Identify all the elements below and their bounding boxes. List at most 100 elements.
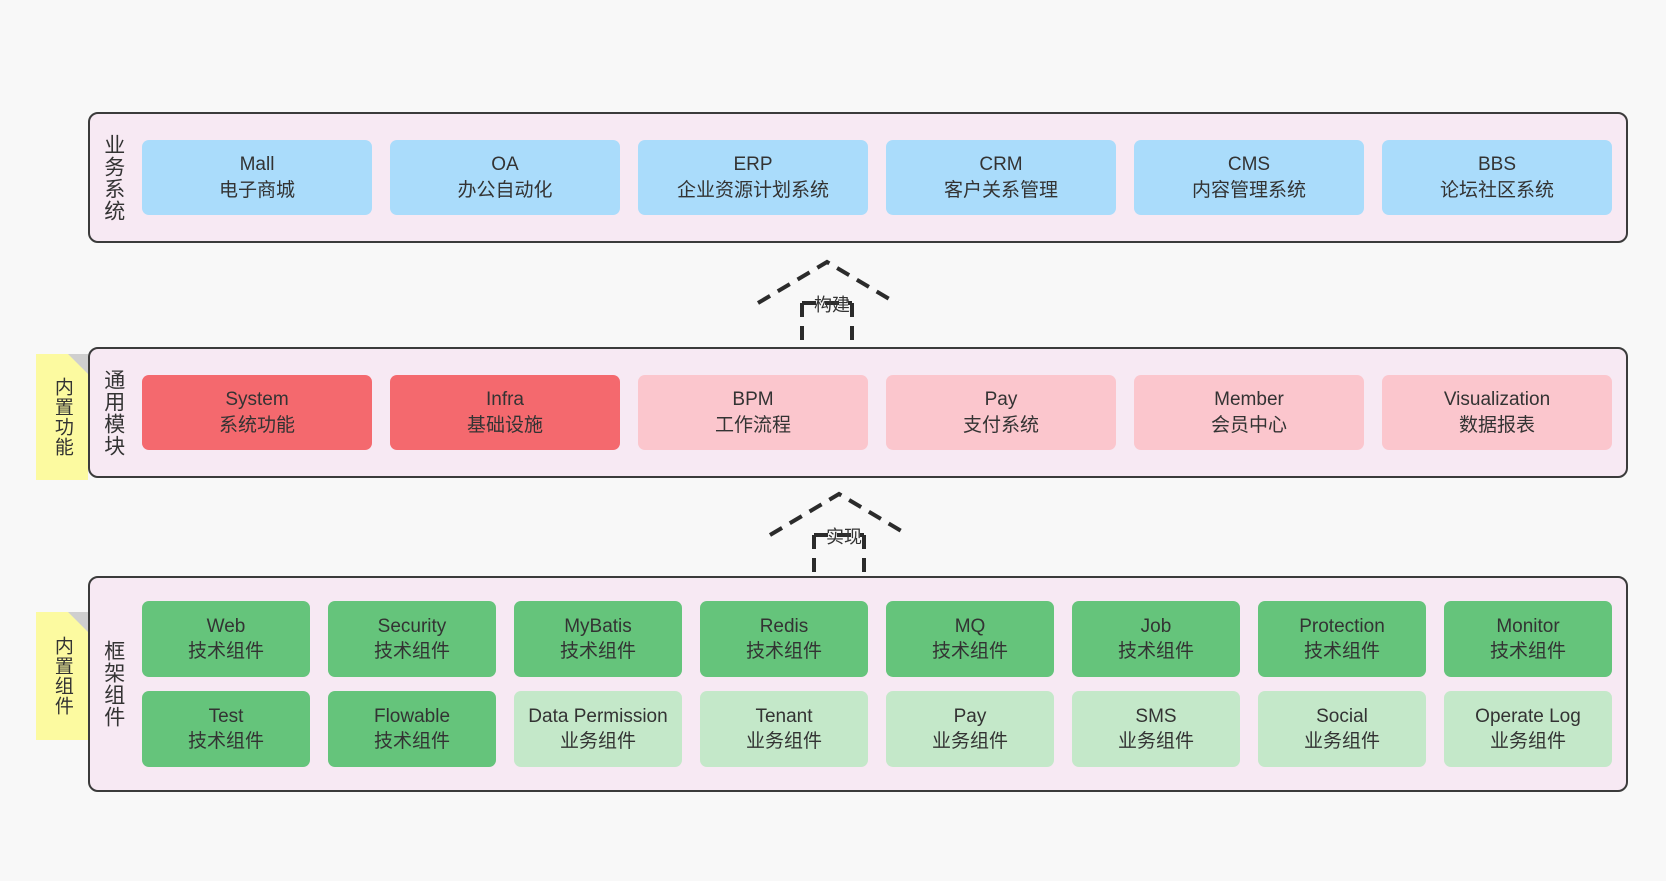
card-social-desc: 业务组件 [1303, 731, 1380, 752]
card-operate-log[interactable]: Operate Log 业务组件 [1444, 691, 1612, 767]
panel-common-modules: 通用模块 System 系统功能 Infra 基础设施 BPM 工作流程 Pay… [88, 347, 1628, 478]
card-member-desc: 会员中心 [1210, 414, 1287, 436]
card-security[interactable]: Security 技术组件 [328, 601, 496, 677]
connector-realize-label: 实现 [826, 527, 862, 547]
panel-business-systems-label: 业务系统 [101, 133, 125, 222]
card-infra-desc: 基础设施 [466, 414, 543, 436]
card-monitor[interactable]: Monitor 技术组件 [1444, 601, 1612, 677]
card-protection[interactable]: Protection 技术组件 [1258, 601, 1426, 677]
card-operate-log-desc: 业务组件 [1489, 731, 1566, 752]
dashed-shaft-icon [812, 533, 866, 577]
card-sms[interactable]: SMS 业务组件 [1072, 691, 1240, 767]
panel-framework-components-body: Web 技术组件 Security 技术组件 MyBatis 技术组件 Redi… [136, 578, 1626, 790]
card-oa[interactable]: OA 办公自动化 [390, 140, 620, 215]
card-visualization-desc: 数据报表 [1458, 414, 1535, 436]
framework-components-row-1: Web 技术组件 Security 技术组件 MyBatis 技术组件 Redi… [142, 601, 1612, 677]
card-pay-module[interactable]: Pay 支付系统 [886, 375, 1116, 450]
card-protection-name: Protection [1299, 615, 1385, 637]
card-cms[interactable]: CMS 内容管理系统 [1134, 140, 1364, 215]
panel-business-systems: 业务系统 Mall 电子商城 OA 办公自动化 ERP 企业资源计划系统 CRM… [88, 112, 1628, 243]
card-bpm-desc: 工作流程 [714, 414, 791, 436]
card-tenant[interactable]: Tenant 业务组件 [700, 691, 868, 767]
card-data-permission[interactable]: Data Permission 业务组件 [514, 691, 682, 767]
note-builtin-component-label: 内置组件 [51, 636, 73, 716]
card-test-desc: 技术组件 [187, 731, 264, 752]
card-mybatis-desc: 技术组件 [559, 641, 636, 662]
card-flowable[interactable]: Flowable 技术组件 [328, 691, 496, 767]
card-member[interactable]: Member 会员中心 [1134, 375, 1364, 450]
panel-framework-components: 框架组件 Web 技术组件 Security 技术组件 MyBatis 技术组件… [88, 576, 1628, 792]
card-infra-name: Infra [485, 389, 525, 411]
card-mq-name: MQ [954, 615, 986, 637]
card-protection-desc: 技术组件 [1303, 641, 1380, 662]
card-sms-desc: 业务组件 [1117, 731, 1194, 752]
card-crm-desc: 客户关系管理 [943, 179, 1058, 201]
card-mq-desc: 技术组件 [931, 641, 1008, 662]
card-member-name: Member [1214, 389, 1284, 411]
card-mybatis[interactable]: MyBatis 技术组件 [514, 601, 682, 677]
card-data-permission-desc: 业务组件 [559, 731, 636, 752]
business-systems-row: Mall 电子商城 OA 办公自动化 ERP 企业资源计划系统 CRM 客户关系… [142, 140, 1612, 215]
card-mall[interactable]: Mall 电子商城 [142, 140, 372, 215]
card-bbs[interactable]: BBS 论坛社区系统 [1382, 140, 1612, 215]
card-monitor-name: Monitor [1496, 615, 1560, 637]
card-job[interactable]: Job 技术组件 [1072, 601, 1240, 677]
card-pay-component-desc: 业务组件 [931, 731, 1008, 752]
card-test-name: Test [208, 705, 244, 727]
card-security-desc: 技术组件 [373, 641, 450, 662]
common-modules-row: System 系统功能 Infra 基础设施 BPM 工作流程 Pay 支付系统… [142, 375, 1612, 450]
card-pay-module-name: Pay [984, 389, 1018, 411]
card-cms-desc: 内容管理系统 [1191, 179, 1306, 201]
panel-business-systems-body: Mall 电子商城 OA 办公自动化 ERP 企业资源计划系统 CRM 客户关系… [136, 114, 1626, 241]
connector-build: 构建 [752, 255, 907, 345]
dashed-shaft-icon [800, 301, 854, 345]
note-builtin-component: 内置组件 [36, 612, 88, 740]
card-system-desc: 系统功能 [218, 414, 295, 436]
note-builtin-function: 内置功能 [36, 354, 88, 480]
card-erp-name: ERP [733, 154, 773, 176]
card-visualization-name: Visualization [1443, 389, 1551, 411]
card-pay-module-desc: 支付系统 [962, 414, 1039, 436]
card-web[interactable]: Web 技术组件 [142, 601, 310, 677]
card-bpm[interactable]: BPM 工作流程 [638, 375, 868, 450]
card-oa-desc: 办公自动化 [457, 179, 553, 201]
hollow-arrow-head-icon [768, 491, 910, 537]
card-cms-name: CMS [1227, 154, 1271, 176]
card-sms-name: SMS [1135, 705, 1177, 727]
note-builtin-function-label: 内置功能 [51, 377, 73, 457]
connector-realize: 实现 [764, 487, 919, 577]
card-bpm-name: BPM [732, 389, 774, 411]
card-system-name: System [225, 389, 289, 411]
panel-common-modules-label: 通用模块 [101, 368, 125, 457]
card-oa-name: OA [491, 154, 519, 176]
card-social[interactable]: Social 业务组件 [1258, 691, 1426, 767]
card-crm[interactable]: CRM 客户关系管理 [886, 140, 1116, 215]
card-infra[interactable]: Infra 基础设施 [390, 375, 620, 450]
card-redis[interactable]: Redis 技术组件 [700, 601, 868, 677]
card-tenant-desc: 业务组件 [745, 731, 822, 752]
card-web-name: Web [206, 615, 246, 637]
connector-build-label: 构建 [814, 295, 850, 315]
card-erp-desc: 企业资源计划系统 [676, 179, 829, 201]
card-flowable-name: Flowable [373, 705, 451, 727]
connector-realize-arrow [768, 491, 910, 577]
card-pay-component-name: Pay [953, 705, 987, 727]
framework-components-row-2: Test 技术组件 Flowable 技术组件 Data Permission … [142, 691, 1612, 767]
card-pay-component[interactable]: Pay 业务组件 [886, 691, 1054, 767]
card-redis-desc: 技术组件 [745, 641, 822, 662]
card-visualization[interactable]: Visualization 数据报表 [1382, 375, 1612, 450]
hollow-arrow-head-icon [756, 259, 898, 305]
card-job-name: Job [1140, 615, 1172, 637]
card-flowable-desc: 技术组件 [373, 731, 450, 752]
card-tenant-name: Tenant [755, 705, 813, 727]
card-social-name: Social [1316, 705, 1368, 727]
card-mq[interactable]: MQ 技术组件 [886, 601, 1054, 677]
card-data-permission-name: Data Permission [528, 705, 668, 727]
card-system[interactable]: System 系统功能 [142, 375, 372, 450]
card-job-desc: 技术组件 [1117, 641, 1194, 662]
card-security-name: Security [377, 615, 447, 637]
card-web-desc: 技术组件 [187, 641, 264, 662]
card-erp[interactable]: ERP 企业资源计划系统 [638, 140, 868, 215]
card-test[interactable]: Test 技术组件 [142, 691, 310, 767]
